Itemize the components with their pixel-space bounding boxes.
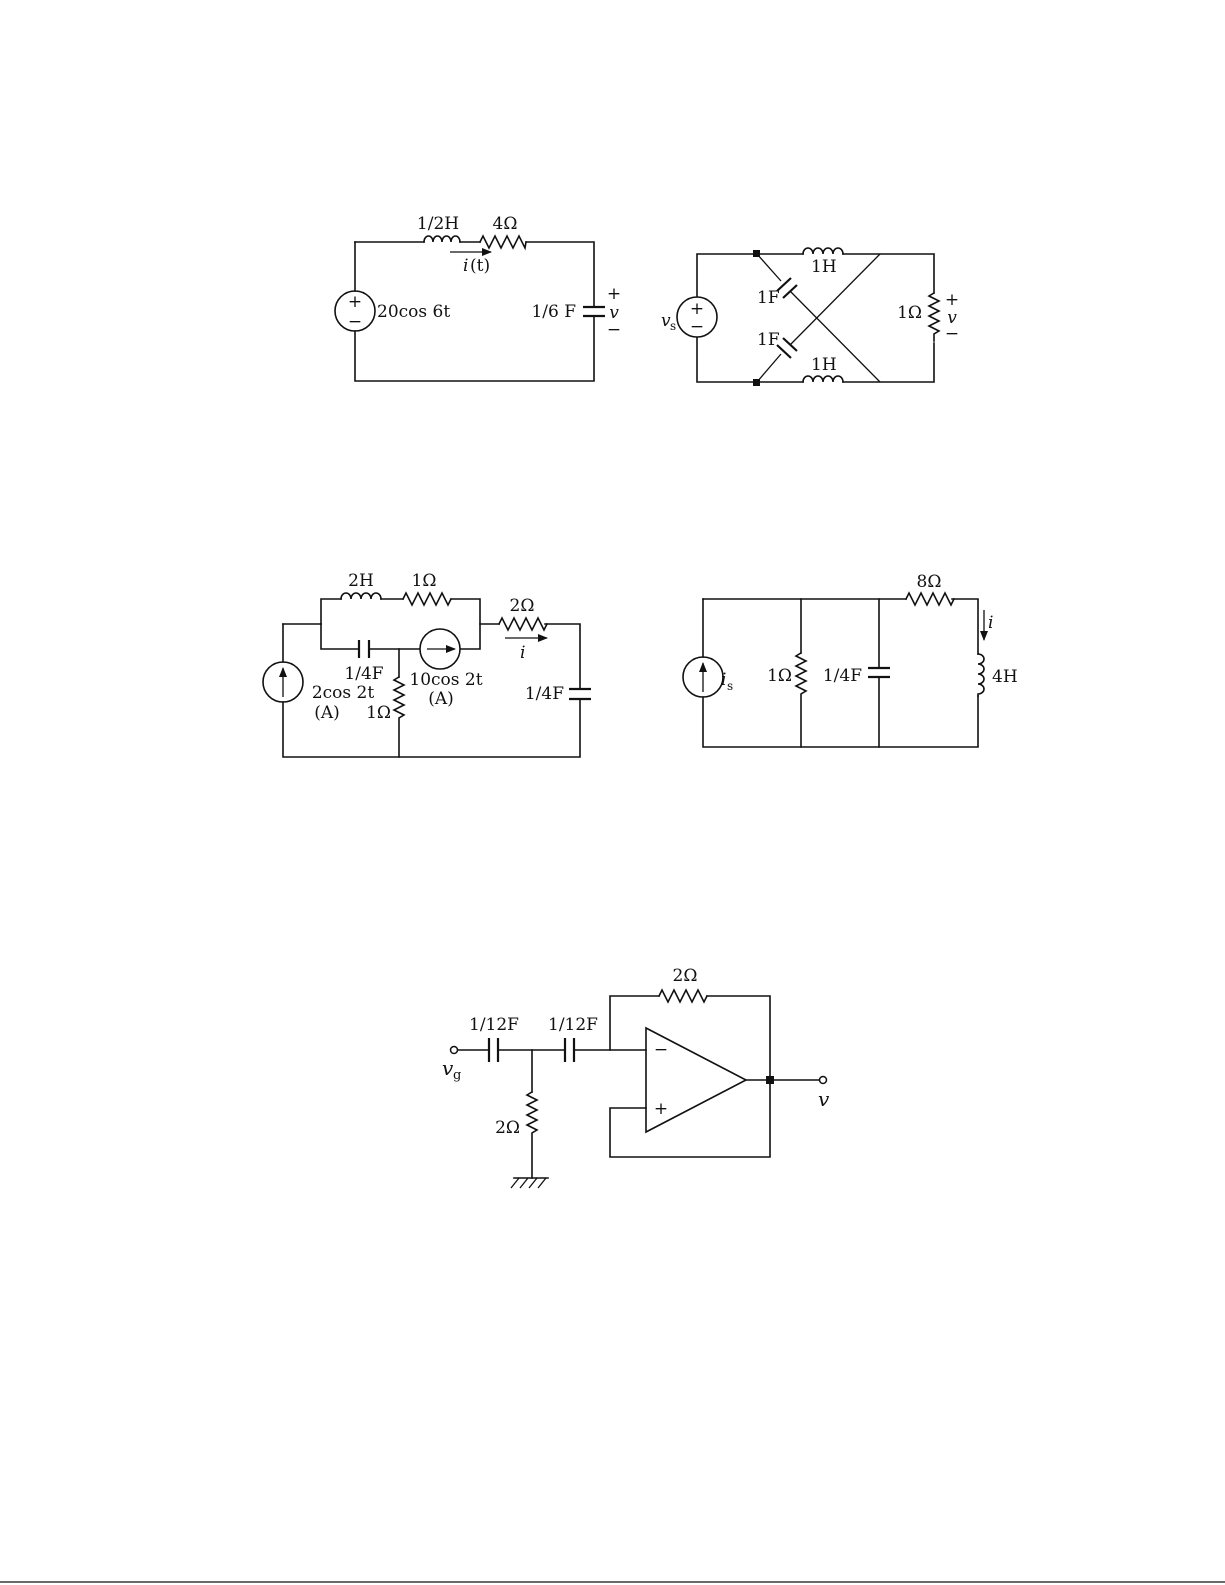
- source-mid-unit: (A): [428, 689, 454, 709]
- figure-4-parallel-network: i s 1Ω 1/4F 8Ω i 4H: [683, 572, 1018, 747]
- input-label-subscript: g: [453, 1068, 461, 1083]
- source-left-unit: (A): [314, 703, 340, 723]
- opamp-inverting-sign: −: [654, 1040, 668, 1060]
- resistor-right-label: 2Ω: [510, 596, 535, 616]
- source-mid-label: 10cos 2t: [409, 670, 482, 690]
- inductor-label: 2H: [348, 571, 374, 591]
- inductor-bottom-label: 1H: [811, 355, 837, 375]
- figure-1-rlc-series-circuit: + − 1/2H 4Ω i (t) 20cos 6t 1/6 F + v −: [335, 214, 621, 381]
- source-plus-sign: +: [348, 292, 362, 312]
- resistor: [929, 293, 939, 341]
- resistor-shunt-label: 1Ω: [767, 666, 792, 686]
- figure-5-opamp-filter: − + 2Ω 1/12F 1/12F v g v 2Ω: [442, 966, 830, 1188]
- wire: [610, 1080, 770, 1157]
- resistor: [480, 236, 526, 248]
- inductor-top: [803, 248, 843, 254]
- resistor-ground-label: 2Ω: [495, 1118, 520, 1138]
- resistor-feedback-label: 2Ω: [673, 966, 698, 986]
- wire: [703, 696, 978, 747]
- inductor: [978, 654, 984, 696]
- capacitor: [583, 307, 605, 316]
- source-label-subscript: s: [670, 319, 676, 333]
- capacitor-right-label: 1/4F: [525, 684, 564, 704]
- capacitor-right: [569, 689, 591, 699]
- wire: [355, 316, 594, 381]
- current-label: i: [520, 643, 525, 663]
- figure-3-two-source-network: 2H 1Ω 2Ω i 1/4F 1/4F 2cos 2t (A) 10cos 2…: [263, 571, 591, 757]
- capacitor-bottom-label: 1F: [757, 330, 780, 350]
- resistor-mid: [394, 677, 404, 757]
- wire: [707, 996, 770, 1080]
- wire: [697, 338, 803, 382]
- wire: [952, 599, 978, 654]
- resistor-feedback: [659, 990, 707, 1002]
- wire-diagonal: [757, 254, 781, 281]
- opamp-noninverting-sign: +: [654, 1099, 668, 1119]
- resistor-series-label: 8Ω: [917, 572, 942, 592]
- resistor-shunt: [796, 653, 806, 747]
- voltage-minus-sign: −: [945, 324, 959, 344]
- resistor-series: [906, 593, 954, 605]
- figure-2-lattice-network: + − v s 1H 1H 1F 1F 1Ω + v −: [661, 248, 959, 386]
- wire: [843, 343, 934, 382]
- wire: [843, 254, 934, 293]
- source-minus-sign: −: [348, 312, 362, 332]
- wire: [697, 254, 803, 296]
- resistor-top-label: 1Ω: [412, 571, 437, 591]
- wire: [451, 599, 480, 649]
- voltage-plus-sign: +: [945, 290, 959, 310]
- source-label-subscript: s: [727, 679, 733, 693]
- wire: [526, 242, 594, 307]
- inductor-label: 1/2H: [417, 214, 459, 234]
- voltage-plus-sign: +: [607, 284, 621, 304]
- source-plus-sign: +: [690, 299, 704, 319]
- ground-icon: [511, 1178, 546, 1188]
- capacitor-label: 1/4F: [823, 666, 862, 686]
- inductor-bottom: [803, 376, 843, 382]
- voltage-minus-sign: −: [607, 320, 621, 340]
- inductor: [424, 236, 460, 242]
- capacitor-2: [565, 1038, 574, 1062]
- wire: [610, 996, 659, 1050]
- inductor: [341, 593, 381, 599]
- capacitor-top-label: 1F: [757, 288, 780, 308]
- source-label: i: [721, 670, 726, 690]
- resistor-mid-label: 1Ω: [366, 703, 391, 723]
- resistor-label: 4Ω: [493, 214, 518, 234]
- source-label: 20cos 6t: [377, 302, 450, 322]
- capacitor-1: [489, 1038, 498, 1062]
- node-dot: [753, 250, 760, 257]
- capacitor-mid: [359, 640, 369, 658]
- capacitor-mid-label: 1/4F: [344, 664, 383, 684]
- output-terminal: [820, 1077, 827, 1084]
- output-label: v: [818, 1087, 830, 1111]
- inductor-label: 4H: [992, 667, 1018, 687]
- resistor-ground: [527, 1092, 537, 1178]
- wire: [545, 624, 580, 689]
- capacitor-2-label: 1/12F: [548, 1015, 598, 1035]
- source-minus-sign: −: [690, 317, 704, 337]
- wire: [321, 624, 359, 649]
- capacitor-1-label: 1/12F: [469, 1015, 519, 1035]
- capacitor-label: 1/6 F: [531, 302, 576, 322]
- source-left-label: 2cos 2t: [312, 683, 375, 703]
- current-label-suffix: (t): [470, 256, 490, 276]
- node-dot: [753, 379, 760, 386]
- current-label: i: [463, 256, 468, 276]
- wire: [321, 599, 341, 624]
- inductor-top-label: 1H: [811, 257, 837, 277]
- capacitor: [868, 668, 890, 677]
- resistor-right: [499, 618, 547, 630]
- current-label: i: [988, 613, 993, 633]
- wire-diagonal: [757, 354, 781, 382]
- resistor-label: 1Ω: [897, 303, 922, 323]
- resistor: [403, 593, 451, 605]
- input-terminal: [451, 1047, 458, 1054]
